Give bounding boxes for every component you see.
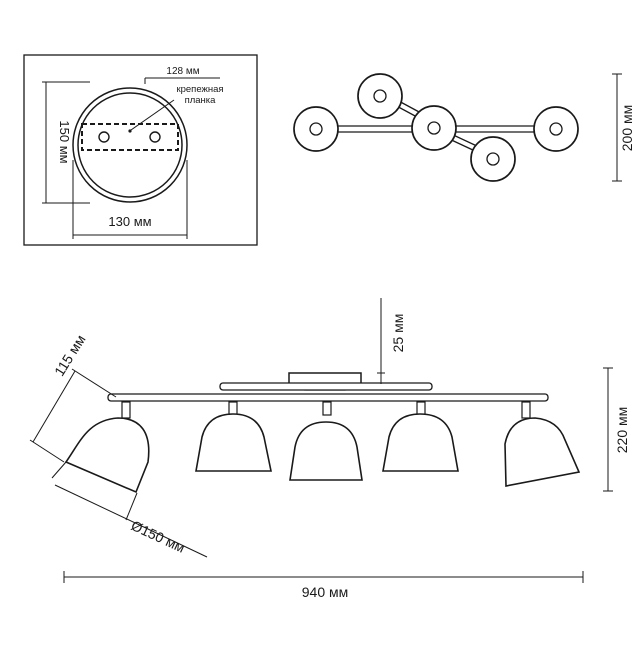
bracket-pointer [130, 99, 175, 131]
bracket-name-line1: крепежная [176, 84, 223, 95]
top-shade-2 [357, 73, 403, 119]
side-socket-4 [416, 401, 426, 416]
side-socket-2 [228, 401, 238, 416]
side-shade-5 [504, 417, 581, 487]
height-dim-label: 220 мм [614, 407, 630, 454]
side-upper-bar [219, 382, 433, 391]
plan-height-label: 150 мм [57, 120, 72, 163]
bracket-hole-right [149, 131, 161, 143]
side-socket-1 [121, 401, 131, 419]
shade-diameter-ext-right [125, 492, 138, 521]
bracket-hole-left [98, 131, 110, 143]
canopy-inner-circle [77, 92, 183, 198]
shade-height-label: 115 мм [51, 332, 89, 379]
bracket-name-line2: планка [185, 95, 217, 106]
shade-height-ext-bottom [29, 439, 65, 463]
side-shade-2 [195, 413, 272, 472]
side-view: 25 мм 220 мм 115 мм Ø150 мм 940 мм [29, 298, 630, 600]
shade-diameter-dim-line [54, 484, 208, 558]
shade-diameter-label: Ø150 мм [129, 517, 188, 556]
canopy-dim-label: 25 мм [390, 314, 406, 353]
shade-diameter-ext-left [51, 461, 67, 479]
bracket-center-dot [128, 129, 132, 133]
top-shade-1 [293, 106, 339, 152]
plan-width-label: 130 мм [108, 214, 151, 229]
side-shade-4 [382, 413, 459, 472]
top-shade-3 [411, 105, 457, 151]
mounting-bracket [81, 123, 179, 151]
top-shade-4 [470, 136, 516, 182]
plan-frame [23, 54, 258, 246]
side-shade-1 [64, 417, 150, 494]
length-dim-label: 940 мм [302, 584, 349, 600]
canopy-outer-circle [72, 87, 188, 203]
shade-height-dim-line [32, 370, 76, 443]
side-socket-5 [521, 401, 531, 419]
bracket-dimension-label: 128 мм [166, 66, 199, 77]
side-shade-3 [289, 421, 363, 481]
side-lower-bar [107, 393, 549, 402]
top-shade-5 [533, 106, 579, 152]
top-depth-label: 200 мм [619, 105, 635, 152]
top-view: 200 мм [293, 73, 635, 182]
shade-height-ext-top [71, 368, 117, 398]
mounting-plan-view: 128 мм крепежная планка 150 мм 130 мм [23, 54, 258, 246]
side-socket-3 [322, 401, 332, 416]
